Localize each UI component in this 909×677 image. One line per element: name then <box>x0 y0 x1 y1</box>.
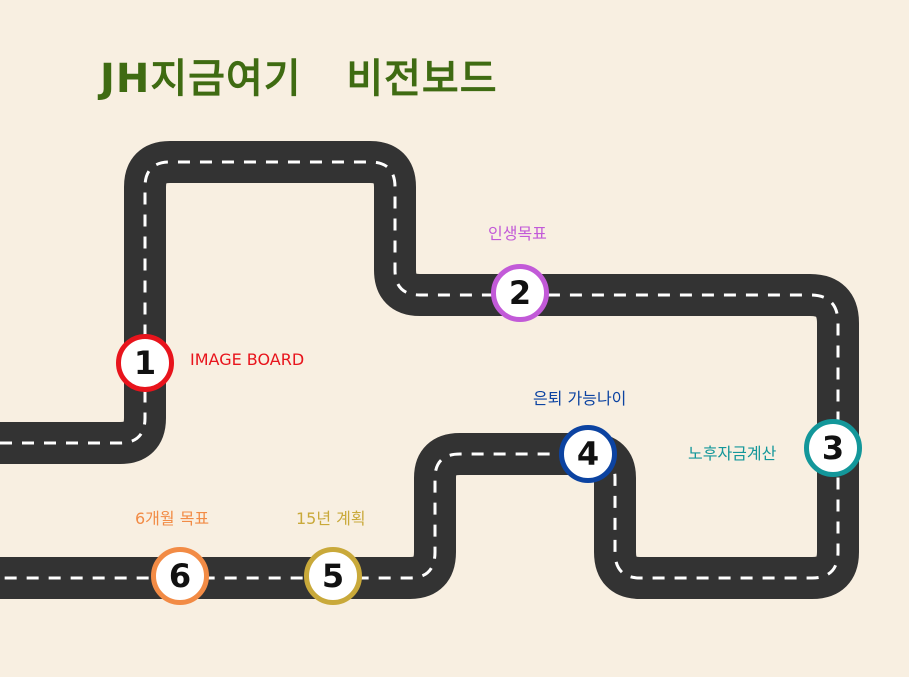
station-4-marker: 4 <box>559 425 617 483</box>
station-number: 4 <box>576 435 600 473</box>
station-number: 2 <box>508 274 532 312</box>
station-2-marker: 2 <box>491 264 549 322</box>
station-number: 1 <box>133 344 157 382</box>
station-number: 6 <box>168 557 192 595</box>
station-6-label: 6개월 목표 <box>135 509 210 528</box>
station-3-marker: 3 <box>804 419 862 477</box>
station-number: 5 <box>321 557 345 595</box>
station-6-marker: 6 <box>151 547 209 605</box>
station-5-marker: 5 <box>304 547 362 605</box>
station-4-label: 은퇴 가능나이 <box>533 389 627 408</box>
station-1-marker: 1 <box>116 334 174 392</box>
station-number: 3 <box>821 429 845 467</box>
page-title: JH지금여기 비전보드 <box>100 56 498 102</box>
station-3-label: 노후자금계산 <box>688 444 777 463</box>
station-2-label: 인생목표 <box>488 224 547 243</box>
station-5-label: 15년 계획 <box>296 509 366 528</box>
station-1-label: IMAGE BOARD <box>190 350 305 369</box>
